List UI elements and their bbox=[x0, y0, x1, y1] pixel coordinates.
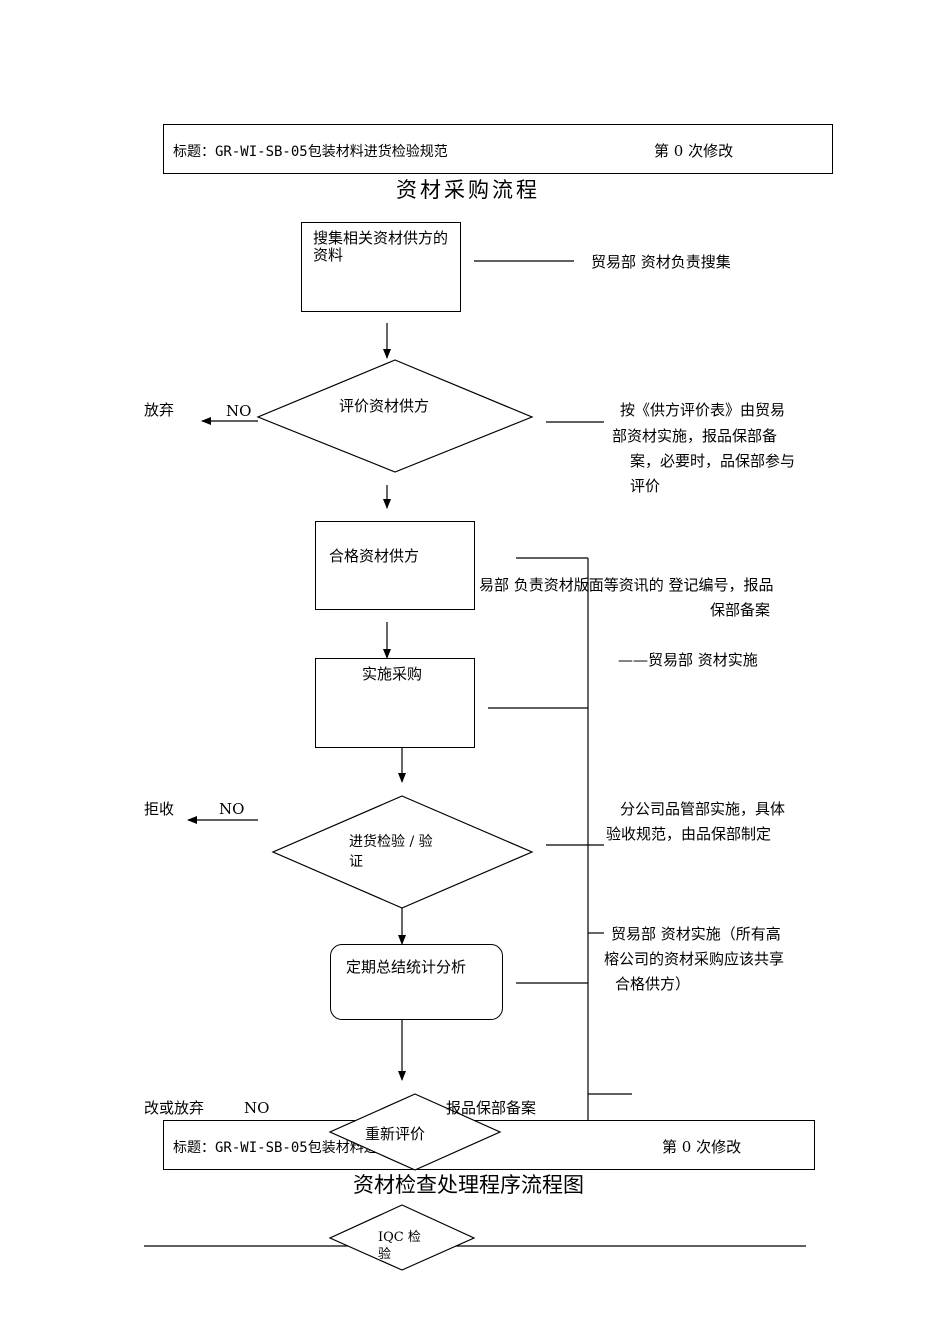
section-title-purchase: 资材采购流程 bbox=[396, 178, 540, 202]
note-evaluate-3: 案，必要时，品保部参与 bbox=[630, 452, 796, 470]
inspect-label-2: 证 bbox=[349, 854, 363, 870]
note-purchase: ——贸易部 资材实施 bbox=[618, 651, 758, 669]
note-evaluate-4: 评价 bbox=[630, 477, 661, 495]
purchase-label: 实施采购 bbox=[362, 665, 423, 683]
branch-change-or-abandon: 改或放弃 bbox=[144, 1099, 205, 1117]
diamond-iqc bbox=[328, 1204, 476, 1271]
branch-no-2: NO bbox=[219, 800, 245, 818]
branch-reject: 拒收 bbox=[144, 800, 175, 818]
section-title-inspection: 资材检查处理程序流程图 bbox=[353, 1173, 584, 1197]
header-title-1: 标题：GR-WI-SB-05包装材料进货检验规范 bbox=[173, 144, 448, 160]
note-analysis-3: 合格供方） bbox=[615, 975, 691, 993]
note-analysis-1: 贸易部 资材实施（所有高 bbox=[611, 925, 781, 943]
diamond-reevaluate bbox=[328, 1093, 502, 1171]
note-analysis-2: 榕公司的资材采购应该共享 bbox=[604, 950, 785, 968]
note-qualified-1: 易部 负责资材版面等资讯的 登记编号，报品 bbox=[479, 576, 774, 594]
header-box-1: 标题：GR-WI-SB-05包装材料进货检验规范 第 0 次修改 bbox=[163, 124, 833, 174]
note-inspect-1: 分公司品管部实施，具体 bbox=[620, 800, 786, 818]
collect-label: 搜集相关资材供方的资料 bbox=[313, 229, 449, 264]
header-revision-2: 第 0 次修改 bbox=[662, 1138, 742, 1156]
box-purchase bbox=[315, 658, 475, 748]
qualified-label: 合格资材供方 bbox=[329, 547, 420, 565]
branch-abandon: 放弃 bbox=[144, 401, 175, 419]
branch-no-3: NO bbox=[244, 1099, 270, 1117]
box-analysis bbox=[330, 944, 503, 1020]
branch-no-1: NO bbox=[226, 402, 252, 420]
diamond-inspect bbox=[271, 795, 534, 909]
inspect-label-1: 进货检验 / 验 bbox=[349, 834, 433, 850]
note-inspect-2: 验收规范，由品保部制定 bbox=[606, 825, 772, 843]
header-revision-1: 第 0 次修改 bbox=[654, 142, 734, 160]
note-reevaluate: 报品保部备案 bbox=[446, 1099, 537, 1117]
header-box-2: 标题：GR-WI-SB-05包装材料进货检验规范 第 0 次修改 bbox=[163, 1120, 815, 1170]
note-collect: 贸易部 资材负责搜集 bbox=[591, 253, 731, 271]
note-evaluate-1: 按《供方评价表》由贸易 bbox=[620, 401, 786, 419]
diamond-evaluate bbox=[256, 359, 534, 473]
iqc-label-2: 验 bbox=[378, 1247, 392, 1262]
note-evaluate-2: 部资材实施，报品保部备 bbox=[612, 427, 778, 445]
evaluate-label: 评价资材供方 bbox=[339, 397, 430, 415]
analysis-label: 定期总结统计分析 bbox=[346, 958, 467, 976]
reevaluate-label: 重新评价 bbox=[365, 1125, 426, 1143]
iqc-label-1: IQC 检 bbox=[378, 1230, 421, 1245]
note-qualified-2: 保部备案 bbox=[710, 601, 771, 619]
box-qualified bbox=[315, 521, 475, 610]
box-collect bbox=[301, 222, 461, 312]
